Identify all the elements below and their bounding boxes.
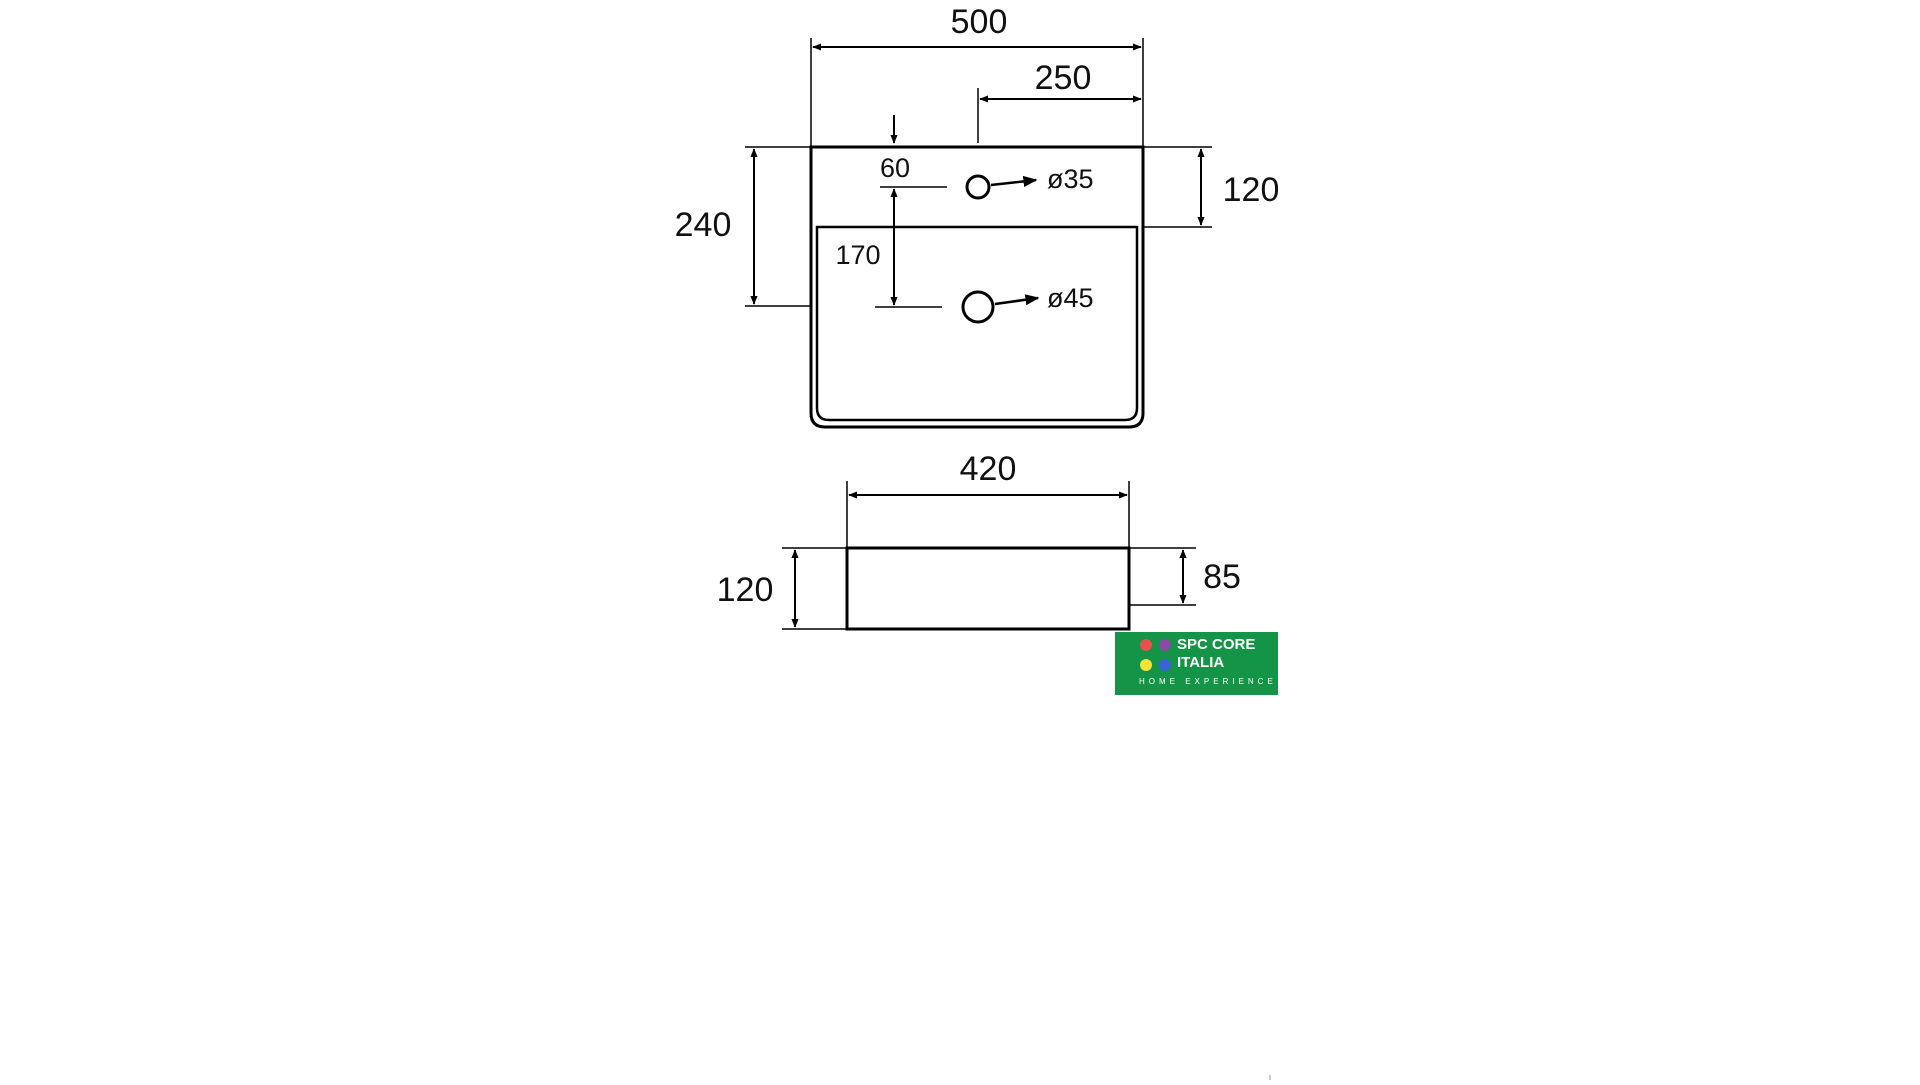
bowl-outline [815, 225, 1139, 422]
depth-label: 240 [675, 206, 732, 244]
logo-tagline: HOME EXPERIENCE [1139, 677, 1277, 686]
brand-logo: SPC CORE ITALIA HOME EXPERIENCE [1115, 632, 1278, 695]
logo-line-2: ITALIA [1177, 654, 1224, 671]
drain-from-back-dimension: 170 [835, 188, 942, 308]
hole-offset-label: 250 [1035, 59, 1092, 97]
tap-hole [965, 174, 991, 200]
hole-from-back-dimension: 60 [880, 115, 947, 188]
drain-hole-leader [994, 294, 1040, 306]
basin-outline [809, 145, 1145, 429]
height-dimension: 120 [717, 547, 847, 630]
logo-dot-purple [1159, 639, 1171, 651]
bowl-width-label: 420 [960, 450, 1017, 488]
side-profile [845, 546, 1131, 631]
hole-offset-dimension: 250 [977, 59, 1142, 143]
bowl-width-dimension: 420 [846, 450, 1130, 548]
logo-dot-red [1140, 639, 1152, 651]
hole-from-back-label: 60 [880, 153, 910, 183]
width-dimension: 500 [810, 3, 1144, 147]
bowl-depth-dimension: 85 [1129, 547, 1241, 606]
bowl-depth-label: 85 [1203, 558, 1241, 596]
deck-depth-dimension: 120 [1143, 146, 1280, 228]
top-view: ø35 ø45 500 250 240 [675, 3, 1280, 429]
depth-dimension: 240 [675, 146, 811, 307]
height-label: 120 [717, 571, 774, 609]
deck-depth-label: 120 [1223, 171, 1280, 209]
drain-from-back-label: 170 [835, 240, 880, 270]
width-label: 500 [951, 3, 1008, 41]
drain-diameter-label: ø45 [1047, 283, 1094, 313]
tap-hole-leader [990, 175, 1038, 187]
logo-line-1: SPC CORE [1177, 636, 1255, 653]
logo-dot-blue [1159, 659, 1171, 671]
drain-hole [961, 290, 995, 324]
logo-dot-yellow [1140, 659, 1152, 671]
side-view: 420 120 85 [717, 450, 1241, 631]
tap-hole-diameter-label: ø35 [1047, 164, 1094, 194]
